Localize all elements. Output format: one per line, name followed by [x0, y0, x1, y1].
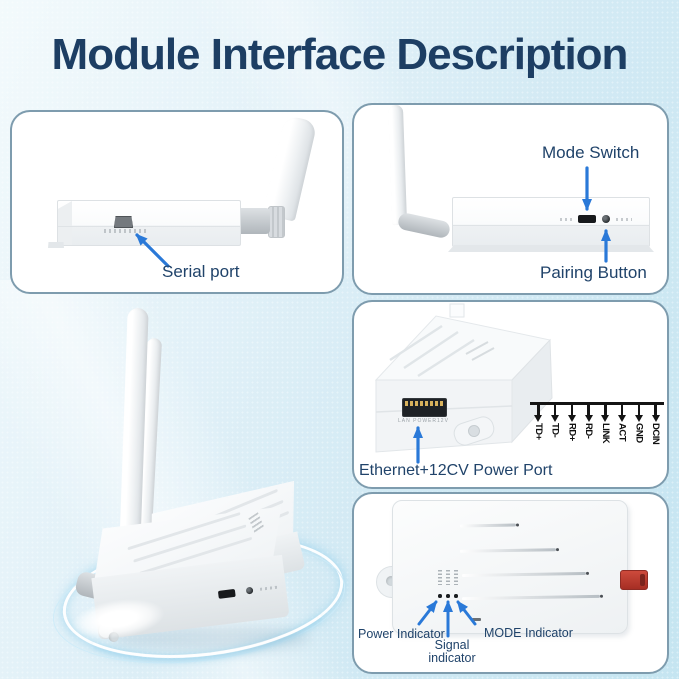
device-end-wedge [58, 201, 72, 245]
device-foot [48, 242, 64, 248]
pin-stem [587, 405, 590, 415]
tiny-port [472, 618, 481, 621]
power-indicator-label: Power Indicator [358, 627, 445, 641]
ethernet-power-port [402, 398, 447, 417]
panel-ethernet-port: LAN POWER12V Ethernet+12CV Power Port TD… [352, 300, 669, 489]
serial-port-label: Serial port [162, 262, 240, 281]
antenna-hinge [236, 208, 270, 234]
pin-arrow-icon [584, 415, 593, 422]
pin-stem [620, 405, 624, 415]
signal-indicator-line2: indicator [428, 651, 476, 665]
pin-label: RD- [583, 423, 595, 439]
ethernet-pins [405, 401, 444, 406]
ethernet-port-label: Ethernet+12CV Power Port [359, 462, 553, 479]
power-led [438, 594, 442, 598]
device-3d-view [374, 303, 553, 453]
pin-stem [604, 405, 607, 415]
device-base [448, 245, 654, 252]
signal-indicator-label: Signal indicator [424, 639, 480, 665]
mount-tab [453, 416, 495, 446]
antenna-stub [449, 303, 465, 318]
pin-gnd: GND [631, 405, 648, 444]
led-marking-text [438, 570, 442, 585]
product-photo [0, 295, 352, 679]
antenna-nut [268, 206, 285, 238]
pin-label: GND [633, 423, 645, 443]
pin-arrow-icon [601, 415, 610, 422]
pin-label: DCIN [650, 423, 662, 445]
pin-stem [637, 405, 641, 415]
signal-led [446, 594, 450, 598]
antenna-connector [620, 570, 648, 590]
mode-led [454, 594, 458, 598]
pairing-button [602, 215, 610, 223]
pin-label: RD+ [566, 423, 578, 441]
mode-switch [578, 215, 596, 223]
tiny-markings [616, 218, 632, 221]
port-marking-text: LAN POWER12V [398, 418, 449, 424]
mode-indicator-arrow-icon [456, 600, 477, 626]
pin-act: ACT [614, 405, 631, 444]
pin-td-plus: TD+ [530, 405, 547, 444]
panel-serial-port: Serial port [10, 110, 344, 294]
pin-arrow-icon [634, 415, 643, 422]
pin-link: LINK [597, 405, 614, 444]
pin-rd-minus: RD- [580, 405, 597, 444]
pin-arrow-icon [551, 415, 560, 422]
pin-stem [654, 405, 657, 415]
vent-marks [248, 512, 265, 534]
panel-indicators: Power Indicator Signal indicator MODE In… [352, 492, 669, 674]
pin-arrow-icon [534, 415, 543, 422]
pin-rd-plus: RD+ [564, 405, 581, 444]
ethernet-port-arrow-icon [413, 426, 423, 464]
pinout-diagram: TD+ TD- RD+ RD- LINK ACT GND DCIN [530, 402, 664, 444]
led-marking-text [446, 570, 450, 585]
pin-arrow-icon [651, 415, 660, 422]
mode-indicator-label: MODE Indicator [484, 626, 573, 640]
tiny-markings [104, 229, 146, 233]
pin-label: ACT [616, 423, 628, 442]
pin-dcin: DCIN [647, 405, 664, 444]
vent-slot [389, 324, 443, 362]
mode-switch-arrow-icon [582, 166, 592, 211]
pairing-button-label: Pairing Button [540, 263, 647, 282]
signal-indicator-line1: Signal [434, 638, 470, 652]
pin-arrow-icon [618, 415, 627, 422]
pin-label: TD- [549, 423, 561, 438]
pin-label: LINK [599, 423, 611, 444]
pin-stem [553, 405, 557, 415]
antenna [387, 105, 408, 226]
serial-port-arrow-icon [135, 233, 170, 268]
led-marking-text [454, 570, 458, 585]
device-side-view [452, 197, 650, 247]
signal-indicator-arrow-icon [443, 600, 453, 638]
pin-stem [537, 405, 540, 415]
device-side-view [57, 200, 241, 246]
vent-slot [403, 330, 459, 370]
pin-arrow-icon [567, 415, 576, 422]
power-indicator-arrow-icon [417, 600, 438, 626]
panel-mode-switch: Mode Switch Pairing Button [352, 103, 669, 295]
mode-switch-label: Mode Switch [542, 143, 640, 162]
vent-marks [471, 347, 495, 361]
vent-marks [465, 341, 489, 355]
pin-stem [570, 405, 574, 415]
pin-label: TD+ [532, 423, 544, 440]
pin-td-minus: TD- [547, 405, 564, 444]
page-title: Module Interface Description [51, 30, 629, 79]
pairing-button-arrow-icon [601, 229, 611, 263]
antenna-hinge [396, 211, 452, 240]
tiny-markings [560, 218, 574, 221]
vent-slot [417, 338, 475, 378]
